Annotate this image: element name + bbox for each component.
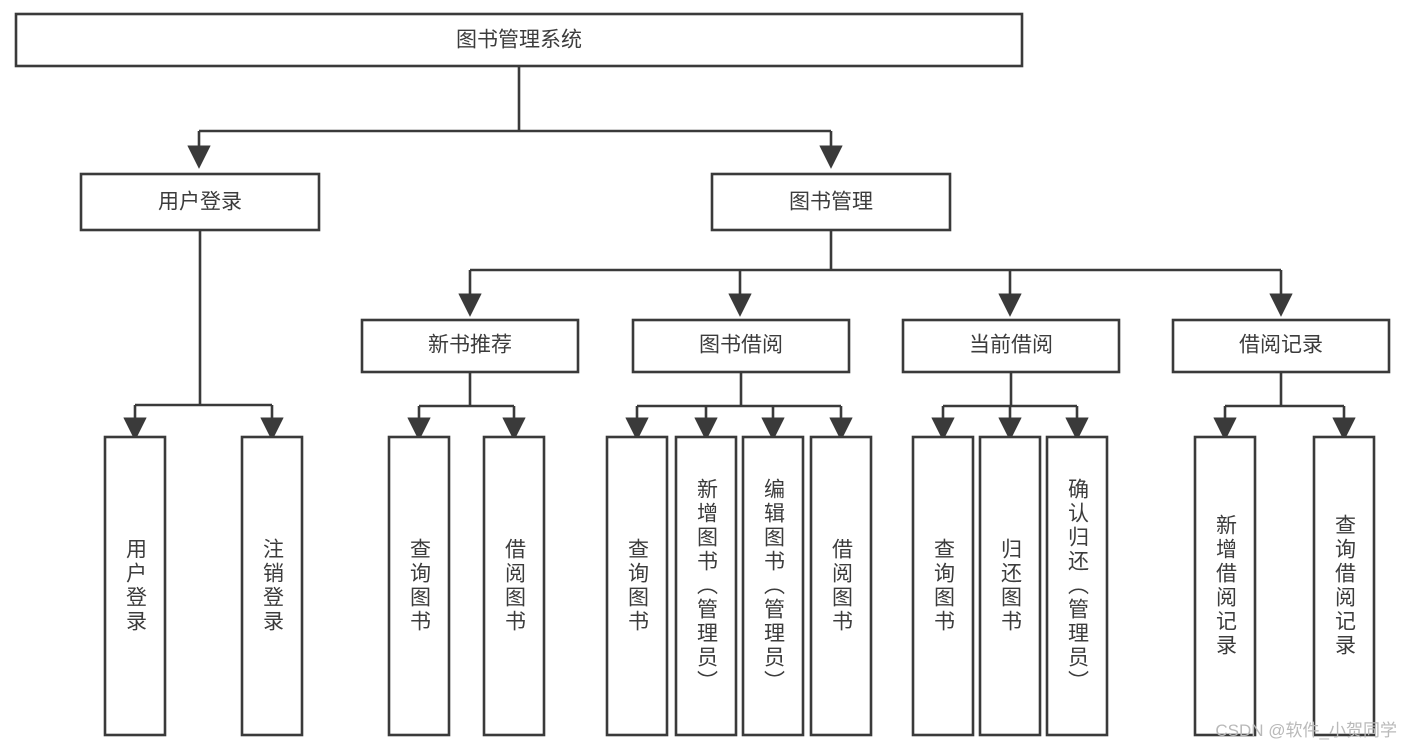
node-leaf-query-book-2[interactable]: 查询图书 <box>605 435 669 737</box>
node-book-borrow[interactable]: 图书借阅 <box>631 318 851 374</box>
node-leaf-confirm-return-box <box>1045 435 1109 737</box>
node-leaf-query-book-2-box <box>605 435 669 737</box>
node-leaf-query-book-3-label: 查询图书 <box>932 538 956 634</box>
node-leaf-add-record-label: 新增借阅记录 <box>1214 514 1238 658</box>
node-root-label: 图书管理系统 <box>456 29 582 52</box>
node-root-box <box>14 12 1024 68</box>
node-leaf-user-login-box <box>103 435 167 737</box>
node-leaf-query-book-1-label: 查询图书 <box>408 538 432 634</box>
node-leaf-logout-box <box>240 435 304 737</box>
node-leaf-borrow-book-1-label: 借阅图书 <box>503 538 527 634</box>
node-leaf-add-book-label: 新增图书（管理员） <box>695 478 719 694</box>
node-leaf-borrow-book-2[interactable]: 借阅图书 <box>809 435 873 737</box>
node-borrow-record-label: 借阅记录 <box>1239 334 1323 357</box>
node-leaf-return-book-box <box>978 435 1042 737</box>
node-leaf-return-book[interactable]: 归还图书 <box>978 435 1042 737</box>
node-leaf-logout-label: 注销登录 <box>261 538 285 634</box>
node-leaf-borrow-book-1[interactable]: 借阅图书 <box>482 435 546 737</box>
node-new-book-recommend[interactable]: 新书推荐 <box>360 318 580 374</box>
node-book-management[interactable]: 图书管理 <box>710 172 952 232</box>
node-user-login[interactable]: 用户登录 <box>79 172 321 232</box>
node-borrow-record-box <box>1171 318 1391 374</box>
node-leaf-confirm-return-label: 确认归还（管理员） <box>1066 478 1090 694</box>
node-current-borrow[interactable]: 当前借阅 <box>901 318 1121 374</box>
node-leaf-logout[interactable]: 注销登录 <box>240 435 304 737</box>
node-new-book-recommend-box <box>360 318 580 374</box>
node-leaf-add-book-box <box>674 435 738 737</box>
node-book-management-label: 图书管理 <box>789 191 873 214</box>
node-leaf-return-book-label: 归还图书 <box>999 538 1023 634</box>
node-book-borrow-box <box>631 318 851 374</box>
node-leaf-edit-book[interactable]: 编辑图书（管理员） <box>741 435 805 737</box>
node-leaf-confirm-return[interactable]: 确认归还（管理员） <box>1045 435 1109 737</box>
node-leaf-user-login[interactable]: 用户登录 <box>103 435 167 737</box>
node-leaf-add-book[interactable]: 新增图书（管理员） <box>674 435 738 737</box>
node-leaf-add-record[interactable]: 新增借阅记录 <box>1193 435 1257 737</box>
node-leaf-query-book-3[interactable]: 查询图书 <box>911 435 975 737</box>
node-book-borrow-label: 图书借阅 <box>699 334 783 357</box>
node-leaf-query-book-3-box <box>911 435 975 737</box>
node-leaf-query-book-1[interactable]: 查询图书 <box>387 435 451 737</box>
node-leaf-query-record-box <box>1312 435 1376 737</box>
node-user-login-label: 用户登录 <box>158 191 242 214</box>
node-leaf-query-book-2-label: 查询图书 <box>626 538 650 634</box>
node-leaf-query-record-label: 查询借阅记录 <box>1333 514 1357 658</box>
node-new-book-recommend-label: 新书推荐 <box>428 334 512 357</box>
node-leaf-borrow-book-2-label: 借阅图书 <box>830 538 854 634</box>
node-book-management-box <box>710 172 952 232</box>
node-leaf-edit-book-box <box>741 435 805 737</box>
node-borrow-record[interactable]: 借阅记录 <box>1171 318 1391 374</box>
node-leaf-borrow-book-2-box <box>809 435 873 737</box>
node-leaf-borrow-book-1-box <box>482 435 546 737</box>
node-root[interactable]: 图书管理系统 <box>14 12 1024 68</box>
node-current-borrow-label: 当前借阅 <box>969 334 1053 357</box>
node-leaf-edit-book-label: 编辑图书（管理员） <box>762 478 786 694</box>
node-leaf-query-record[interactable]: 查询借阅记录 <box>1312 435 1376 737</box>
node-current-borrow-box <box>901 318 1121 374</box>
node-leaf-user-login-label: 用户登录 <box>124 538 148 634</box>
node-leaf-add-record-box <box>1193 435 1257 737</box>
node-leaf-query-book-1-box <box>387 435 451 737</box>
